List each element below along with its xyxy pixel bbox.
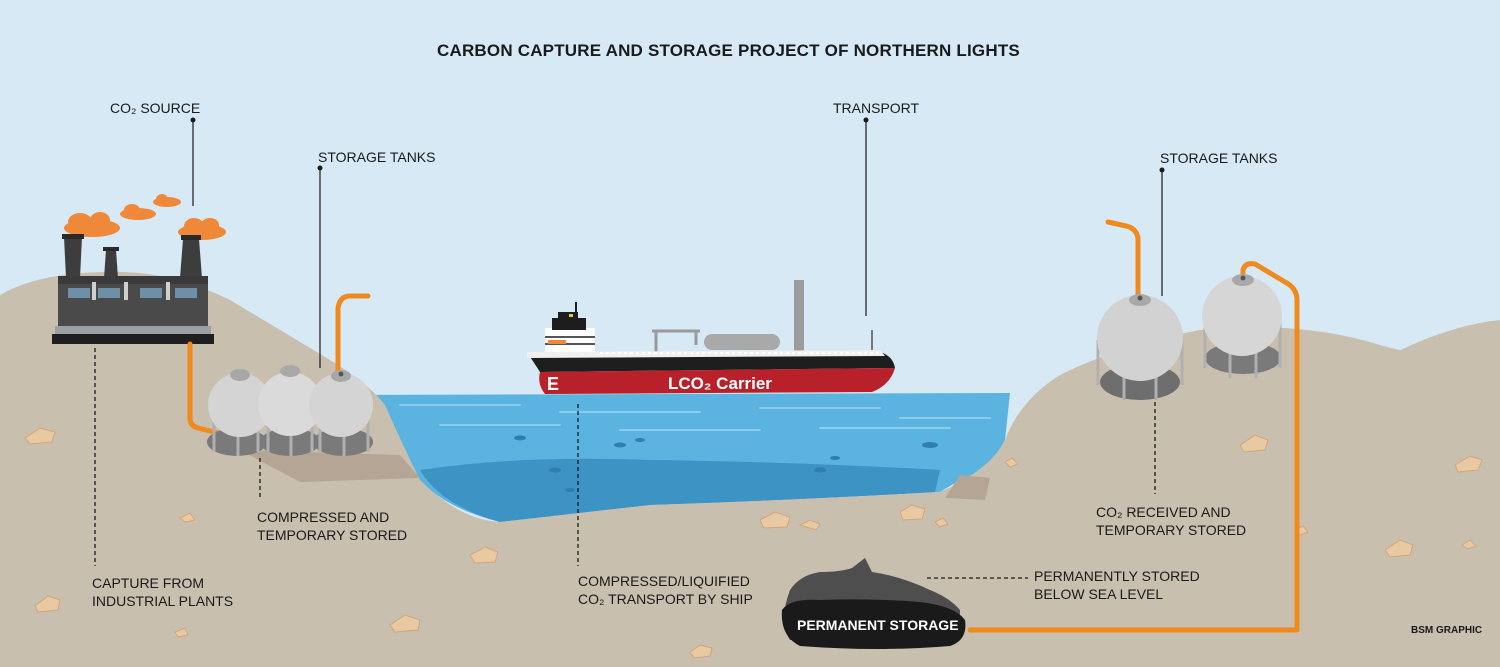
- fish-group: [514, 435, 938, 492]
- label-co2-source: CO₂ SOURCE: [110, 100, 201, 116]
- sediment-right: [945, 475, 990, 500]
- page-title: CARBON CAPTURE AND STORAGE PROJECT OF NO…: [437, 41, 1020, 60]
- permanent-storage-rock: [781, 558, 966, 649]
- leader-dots: [190, 117, 1165, 173]
- label-perm-stored-line2: BELOW SEA LEVEL: [1034, 586, 1164, 602]
- label-capture-line1: CAPTURE FROM: [92, 575, 204, 591]
- pipes: [187, 219, 1300, 633]
- pebbles: [24, 427, 1483, 659]
- right-tanks: [1096, 274, 1282, 400]
- label-ship-transport-line1: COMPRESSED/LIQUIFIED: [578, 573, 750, 589]
- smoke-clouds: [64, 194, 226, 240]
- wave-lines: [399, 404, 991, 431]
- ship-name: LCO₂ Carrier: [668, 374, 772, 393]
- label-compressed-line2: TEMPORARY STORED: [257, 527, 408, 543]
- label-perm-stored-line1: PERMANENTLY STORED: [1034, 568, 1200, 584]
- label-capture-line2: INDUSTRIAL PLANTS: [92, 593, 234, 609]
- label-received-line1: CO₂ RECEIVED AND: [1096, 504, 1231, 520]
- ship-logo: E: [547, 374, 559, 394]
- credit-label: BSM GRAPHIC: [1411, 625, 1483, 636]
- label-ship-transport-line2: CO₂ TRANSPORT BY SHIP: [578, 591, 753, 607]
- sediment: [240, 450, 420, 482]
- label-received-line2: TEMPORARY STORED: [1096, 522, 1247, 538]
- label-compressed-line1: COMPRESSED AND: [257, 509, 390, 525]
- label-permanent-storage: PERMANENT STORAGE: [797, 617, 959, 633]
- ship: [527, 280, 895, 394]
- label-storage-tanks-left: STORAGE TANKS: [318, 149, 436, 165]
- factory: [52, 194, 226, 344]
- sea-deep: [420, 458, 940, 522]
- dashed-lines: [94, 348, 1156, 579]
- left-tanks: [207, 365, 373, 456]
- label-storage-tanks-right: STORAGE TANKS: [1160, 150, 1278, 166]
- leader-lines: [192, 120, 1163, 368]
- label-transport: TRANSPORT: [833, 100, 920, 116]
